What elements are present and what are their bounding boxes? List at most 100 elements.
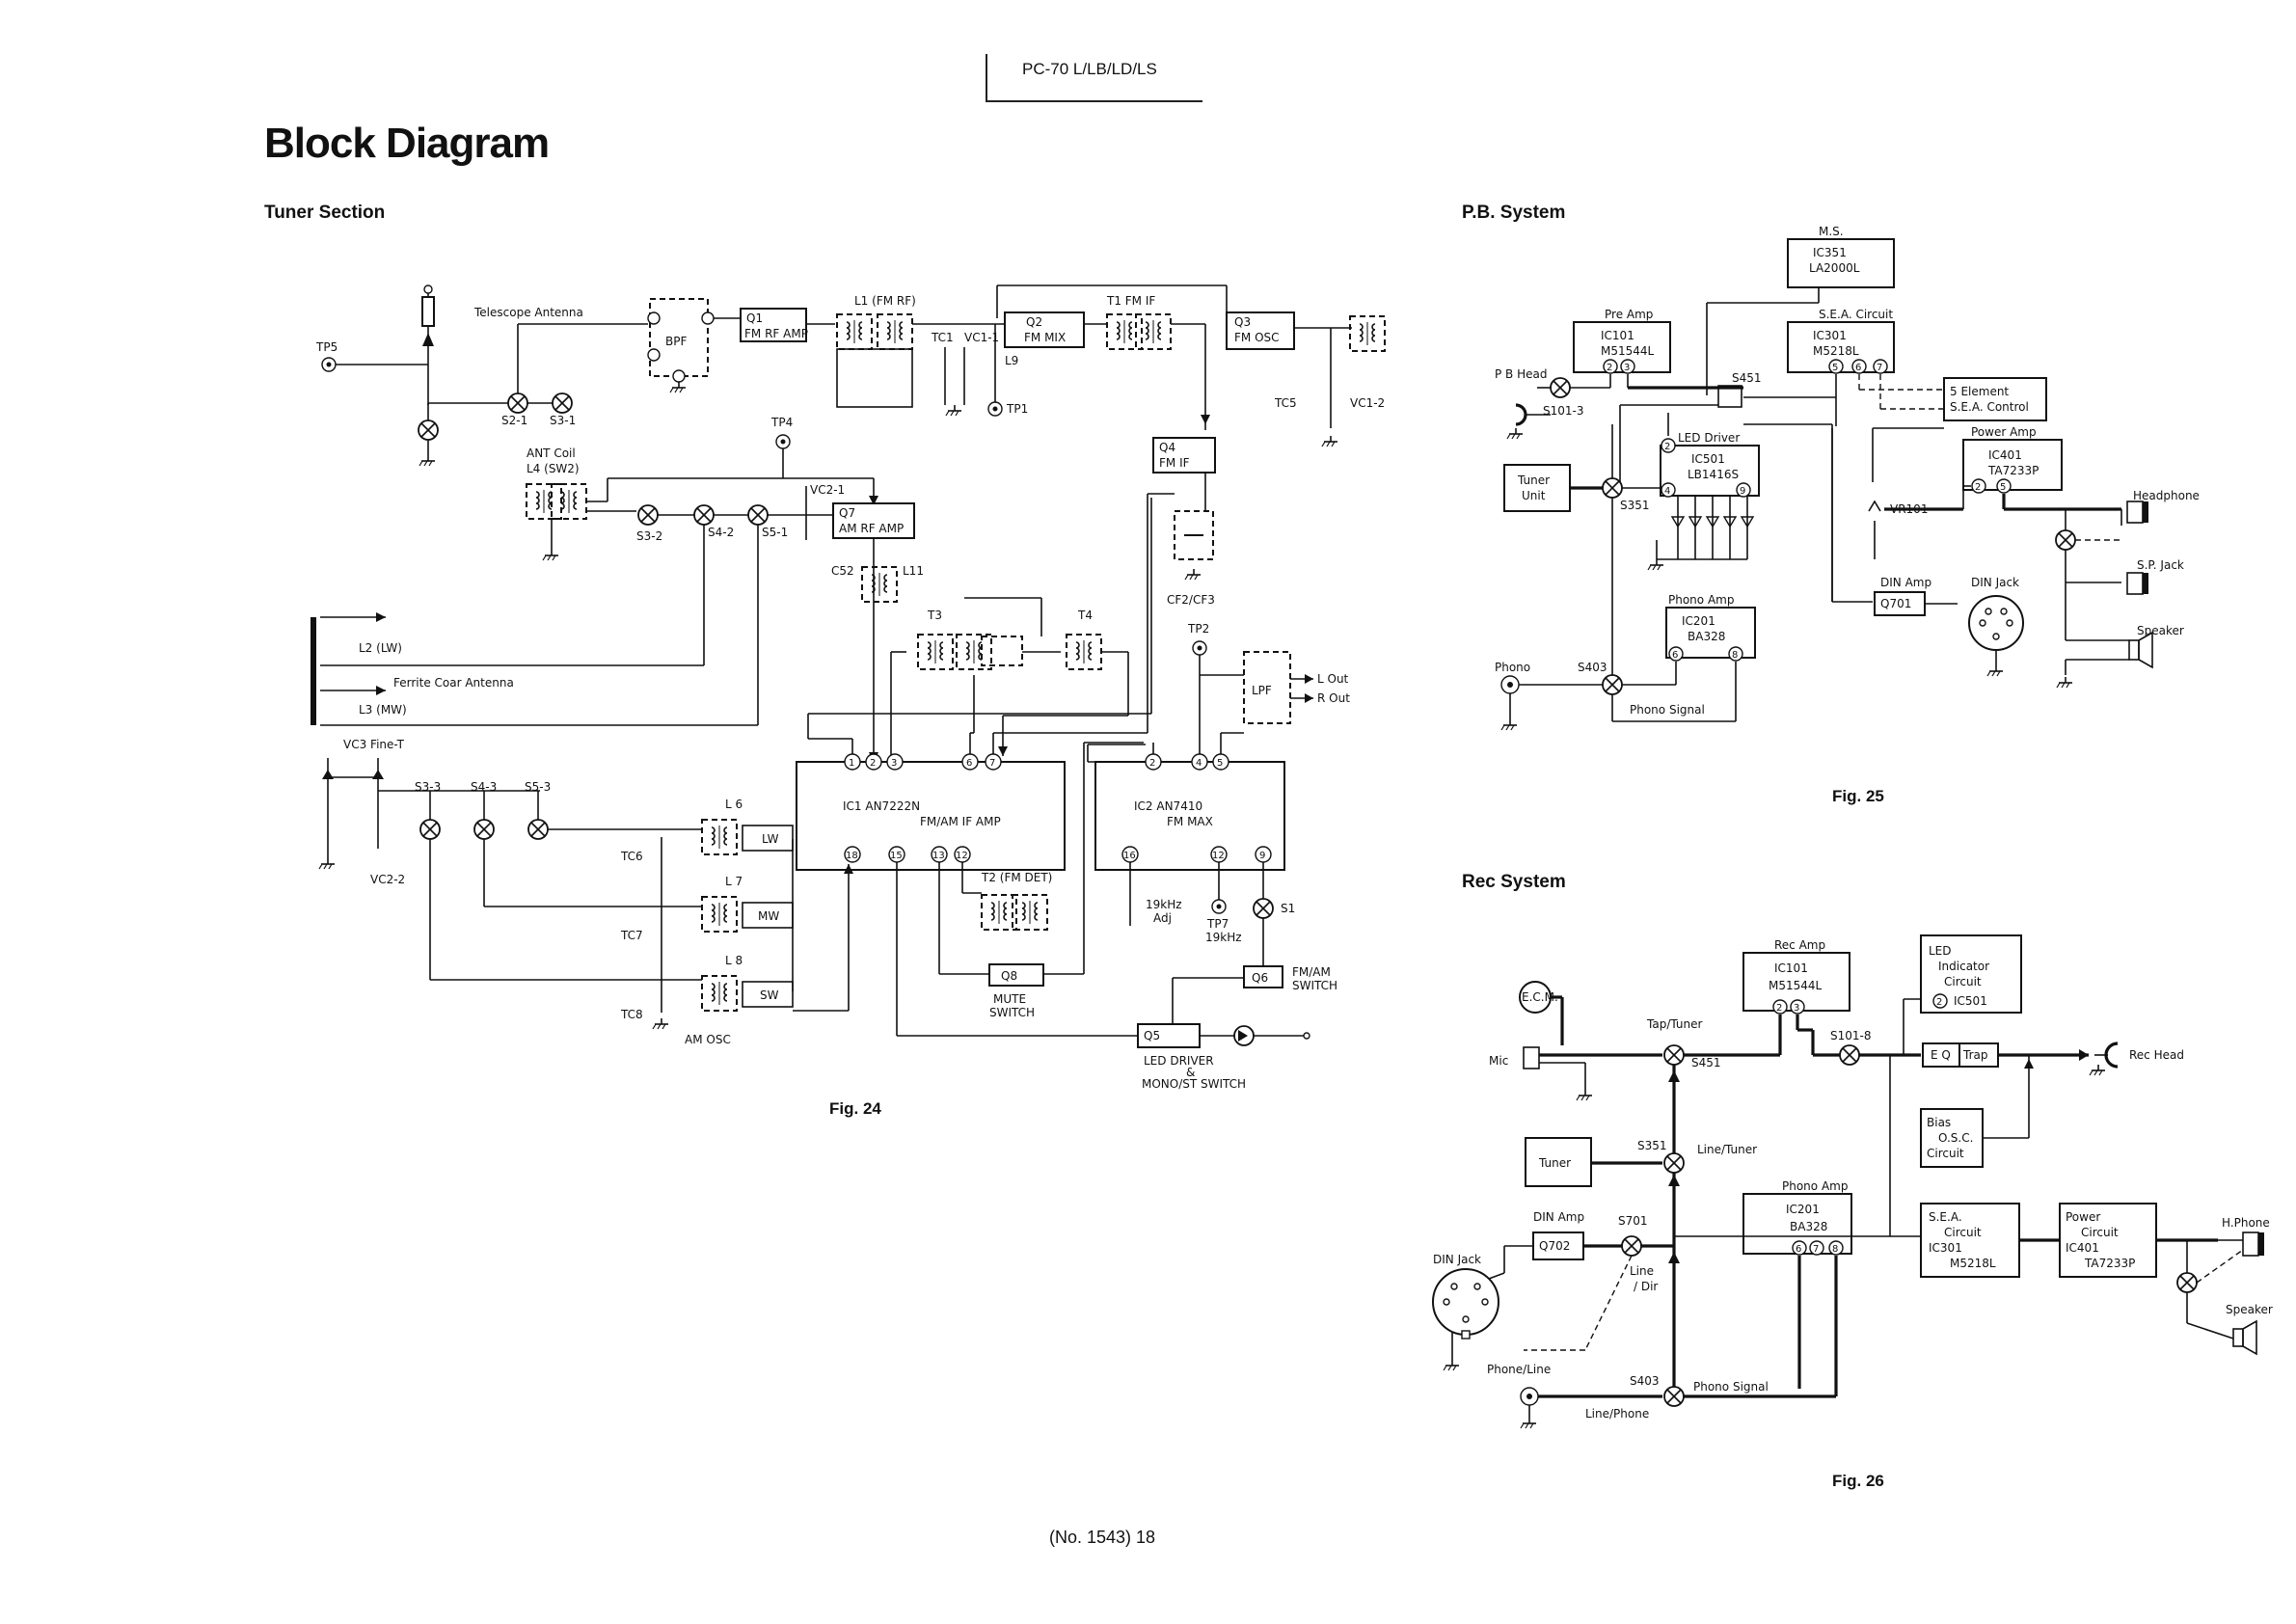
q5-label: Q5 [1144, 1029, 1160, 1042]
rec-osc-label: O.S.C. [1938, 1131, 1973, 1145]
pb-system-heading: P.B. System [1462, 203, 1566, 223]
rec-q702-label: Q702 [1539, 1239, 1570, 1253]
rec-phoneline-label: Phone/Line [1487, 1363, 1551, 1376]
t3-label: T3 [927, 609, 942, 622]
rec-ic301-label: IC301 [1929, 1241, 1962, 1255]
vc21-label: VC2-1 [810, 483, 845, 497]
rec-ic201-label: IC201 [1786, 1203, 1820, 1216]
lpf-label: LPF [1252, 684, 1272, 697]
q4-label: Q4 [1159, 441, 1175, 454]
q2-desc: FM MIX [1024, 331, 1066, 344]
svg-text:8: 8 [1732, 650, 1738, 661]
pb-ms-label: M.S. [1819, 225, 1844, 238]
amosc-label: AM OSC [685, 1033, 731, 1046]
rec-eq-label: E Q [1931, 1048, 1951, 1062]
rec-bias-circuit-label: Circuit [1927, 1147, 1964, 1160]
ic1-desc: FM/AM IF AMP [920, 815, 1001, 828]
pb-unit-label: Unit [1522, 489, 1546, 502]
tc8-label: TC8 [620, 1008, 643, 1021]
rec-system-heading: Rec System [1462, 872, 1566, 892]
mw-label: MW [758, 909, 779, 923]
svg-text:3: 3 [1794, 1003, 1799, 1014]
tc1-label: TC1 [931, 331, 954, 344]
led-and-label: & [1186, 1066, 1195, 1079]
sw-label: SW [760, 988, 779, 1002]
rec-sea-label: S.E.A. [1929, 1210, 1962, 1224]
svg-text:15: 15 [890, 851, 903, 861]
rec-s451-label: S451 [1691, 1056, 1721, 1069]
rec-trap-label: Trap [1962, 1048, 1987, 1062]
l3-label: L3 (MW) [359, 703, 407, 717]
vc3-label: VC3 Fine-T [343, 738, 405, 751]
svg-text:7: 7 [989, 758, 995, 769]
fig25-caption: Fig. 25 [1832, 787, 1884, 805]
q1-desc: FM RF AMP [744, 327, 808, 340]
rec-ecm-label: E.C.M. [1522, 990, 1558, 1004]
tp5-label: TP5 [315, 340, 338, 354]
header-rule-vertical [986, 54, 987, 102]
rec-power-label: Power [2066, 1210, 2100, 1224]
svg-text:9: 9 [1740, 486, 1745, 497]
pb-phonoamp-label: Phono Amp [1668, 593, 1734, 607]
rec-line-label: Line [1630, 1264, 1654, 1278]
svg-text:1: 1 [849, 758, 854, 769]
ic2-desc: FM MAX [1167, 815, 1213, 828]
q3-label: Q3 [1234, 315, 1251, 329]
mono-st-label: MONO/ST SWITCH [1142, 1077, 1246, 1091]
bpf-label: BPF [665, 335, 687, 348]
page-title: Block Diagram [264, 120, 550, 167]
fig26-caption: Fig. 26 [1832, 1472, 1884, 1490]
vc11-label: VC1-1 [964, 331, 999, 344]
rec-dinjack-label: DIN Jack [1433, 1253, 1481, 1266]
svg-text:6: 6 [966, 758, 972, 769]
rec-s403-label: S403 [1630, 1374, 1660, 1388]
svg-text:2: 2 [1776, 1003, 1782, 1014]
fmam-label: FM/AM [1292, 965, 1331, 979]
pb-head-label: P B Head [1495, 367, 1547, 381]
q6-label: Q6 [1252, 971, 1268, 985]
l9-label: L9 [1005, 354, 1018, 367]
rec-taptuner-label: Tap/Tuner [1646, 1017, 1702, 1031]
svg-text:2: 2 [870, 758, 876, 769]
rec-indicator-label: Indicator [1938, 960, 1989, 973]
svg-text:2: 2 [1664, 442, 1670, 452]
tp2-label: TP2 [1187, 622, 1209, 636]
antcoil-label: ANT Coil [527, 447, 576, 460]
pb-sea-label: S.E.A. Circuit [1819, 308, 1893, 321]
pb-ic301-label: IC301 [1813, 329, 1847, 342]
tc6-label: TC6 [620, 850, 643, 863]
q1-label: Q1 [746, 311, 763, 325]
svg-text:2: 2 [1149, 758, 1155, 769]
tp7-freq-label: 19kHz [1205, 931, 1242, 944]
svg-text:7: 7 [1813, 1244, 1819, 1255]
pb-sea-control-label: S.E.A. Control [1950, 400, 2029, 414]
ferrite-label: Ferrite Coar Antenna [393, 676, 514, 690]
s53-label: S5-3 [525, 780, 551, 794]
pb-ic201-label: IC201 [1682, 614, 1715, 628]
pb-tuner-label: Tuner [1517, 474, 1550, 487]
rec-dir-label: / Dir [1634, 1280, 1658, 1293]
svg-text:2: 2 [1936, 997, 1942, 1008]
s33-label: S3-3 [415, 780, 441, 794]
pb-lb1416s-label: LB1416S [1688, 468, 1739, 481]
l2-label: L2 (LW) [359, 641, 402, 655]
svg-text:18: 18 [846, 851, 858, 861]
svg-text:4: 4 [1196, 758, 1202, 769]
lout-label: L Out [1317, 672, 1349, 686]
pb-s1013-label: S101-3 [1543, 404, 1584, 418]
ic2-label: IC2 AN7410 [1134, 799, 1202, 813]
header-rule-horizontal [986, 100, 1202, 102]
t2-label: T2 (FM DET) [981, 871, 1052, 884]
rec-m51544l-label: M51544L [1769, 979, 1823, 992]
q4-desc: FM IF [1159, 456, 1190, 470]
svg-text:12: 12 [956, 851, 968, 861]
pb-ta7233p-label: TA7233P [1987, 464, 2039, 477]
c52-label: C52 [831, 564, 854, 578]
s21-label: S2-1 [501, 414, 527, 427]
s51-label: S5-1 [762, 526, 788, 539]
rec-s351-label: S351 [1637, 1139, 1667, 1152]
pb-poweramp-label: Power Amp [1971, 425, 2037, 439]
